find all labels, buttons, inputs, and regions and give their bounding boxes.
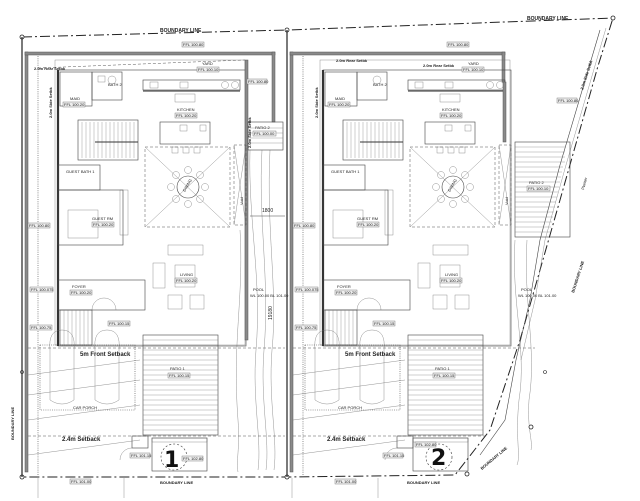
level-pool: WL 100.00 BL 101.00	[250, 293, 289, 298]
front-setback-2-label: 2.4m Setback	[62, 437, 101, 443]
unit-2-labels: 2.0m Rear Setbk 2.0m Rear Setbk 2.0m Sid…	[292, 41, 594, 485]
level-patio1-2: FFL 100.15	[434, 373, 455, 378]
level-guest-rm-2: FFL 100.20	[358, 222, 379, 227]
room-yard-2: YARD	[468, 61, 479, 66]
boundary-label-right-diagonal: BOUNDARY LINE	[570, 260, 585, 293]
level-entry: FFL 101.15	[131, 453, 152, 458]
front-setback-label-2: 5m Front Setback	[345, 352, 396, 358]
room-yard: YARD	[202, 61, 213, 66]
room-foyer: FOYER	[72, 284, 86, 289]
front-setback-label: 5m Front Setback	[80, 352, 131, 358]
side-setback-label-left: 2.0m Side Setbk	[48, 87, 53, 118]
front-setback-2-label-2: 2.4m Setback	[327, 437, 366, 443]
level-pool-2: WL 100.00 BL 101.00	[518, 293, 557, 298]
level-patio1: FFL 100.15	[169, 373, 190, 378]
level-maid: FFL 100.20	[64, 102, 85, 107]
room-living: LIVING	[180, 272, 193, 277]
side-setback-label-2: 2.0m Side Setbk	[314, 87, 319, 118]
level-kitchen-2: FFL 100.20	[441, 113, 462, 118]
level-porch-step-2: FFL 100.15	[374, 321, 395, 326]
extension-lines	[37, 478, 379, 498]
level-yard-2: FFL 100.10	[463, 67, 484, 72]
level-gate: FFL 102.80	[183, 456, 204, 461]
room-patio2-2: PATIO 2	[529, 180, 545, 185]
planter-label: Planter	[580, 176, 588, 190]
room-bath2-2: BATH 2	[373, 82, 387, 87]
room-patio1: PATIO 1	[170, 366, 186, 371]
level-drive: FFL 101.00	[71, 479, 92, 484]
level-left-lower-2: FFL 100.75	[296, 325, 317, 330]
level-side-2: FFL 100.80	[558, 98, 579, 103]
level-maid-2: FFL 100.20	[329, 102, 350, 107]
rear-setback-label-2a: 2.0m Rear Setbk	[336, 58, 368, 63]
level-patio2-2: FFL 100.10	[528, 186, 549, 191]
level-left-strip-2: FFL 100.80	[294, 223, 315, 228]
level-left-strip: FFL 100.80	[29, 223, 50, 228]
level-stair-left-2: FFL 100.075	[296, 287, 319, 292]
side-setback-label-right: 2.0m Side Setbk	[247, 117, 252, 148]
room-pool: POOL	[253, 287, 265, 292]
boundary-label-top-right: BOUNDARY LINE	[527, 16, 569, 22]
boundary-label-left: BOUNDARY LINE	[10, 407, 15, 440]
rear-setback-label: 2.0m Rear Setbk	[34, 66, 66, 71]
level-guest-rm: FFL 100.20	[93, 222, 114, 227]
room-guest-rm: GUEST RM	[92, 216, 113, 221]
level-rear: FFL 100.80	[183, 42, 204, 47]
room-pool-2: POOL	[521, 287, 533, 292]
room-bath2: BATH 2	[108, 82, 122, 87]
level-stair-left: FFL 100.075	[31, 287, 54, 292]
level-porch-step: FFL 100.15	[109, 321, 130, 326]
boundary-label-bottom-right: BOUNDARY LINE	[407, 480, 440, 485]
unit-number-2: 2	[431, 446, 446, 471]
room-kitchen: KITCHEN	[177, 107, 195, 112]
level-foyer: FFL 100.20	[71, 290, 92, 295]
level-drive-2: FFL 101.00	[336, 479, 357, 484]
room-dining-2: DINING	[447, 178, 458, 193]
level-rear-2: FFL 100.80	[448, 42, 469, 47]
level-foyer-2: FFL 100.20	[336, 290, 357, 295]
unit-1-labels: 2.0m Rear Setbk 2.0m Side Setbk 2.0m Sid…	[27, 41, 289, 485]
void-label-2: Void	[504, 197, 509, 205]
level-patio2: FFL 100.00	[254, 131, 275, 136]
dimension-1800: 1800	[262, 208, 273, 214]
level-living: FFL 100.20	[176, 278, 197, 283]
side-setback-label-right-2: 2.0m Side Setbk	[579, 59, 593, 90]
unit-number-1: 1	[164, 448, 179, 473]
boundary-label-bottom-left: BOUNDARY LINE	[160, 480, 193, 485]
room-kitchen-2: KITCHEN	[442, 107, 460, 112]
room-car-porch: CAR PORCH	[73, 405, 97, 410]
room-maid-2: MAID	[335, 96, 345, 101]
dimension-19180: 19180	[268, 306, 274, 320]
void-label: Void	[239, 197, 244, 205]
room-patio1-2: PATIO 1	[435, 366, 451, 371]
room-guest-bath: GUEST BATH 1	[66, 169, 95, 174]
room-foyer-2: FOYER	[337, 284, 351, 289]
room-guest-rm-2: GUEST RM	[357, 216, 378, 221]
unit-2	[289, 51, 571, 475]
boundary-label-top-left: BOUNDARY LINE	[160, 28, 202, 34]
room-maid: MAID	[70, 96, 80, 101]
room-dining: DINING	[182, 178, 193, 193]
level-left-lower: FFL 100.75	[31, 325, 52, 330]
level-side: FFL 100.80	[248, 79, 269, 84]
level-gate-2: FFL 102.80	[416, 442, 437, 447]
room-patio2: PATIO 2	[255, 125, 271, 130]
level-living-2: FFL 100.20	[441, 278, 462, 283]
level-yard: FFL 100.10	[198, 67, 219, 72]
room-car-porch-2: CAR PORCH	[338, 405, 362, 410]
room-guest-bath-2: GUEST BATH 1	[331, 169, 360, 174]
level-kitchen: FFL 100.20	[176, 113, 197, 118]
rear-setback-label-2b: 2.0m Rear Setbk	[423, 63, 455, 68]
room-living-2: LIVING	[445, 272, 458, 277]
unit-1	[24, 51, 285, 475]
level-entry-2: FFL 101.15	[384, 453, 405, 458]
